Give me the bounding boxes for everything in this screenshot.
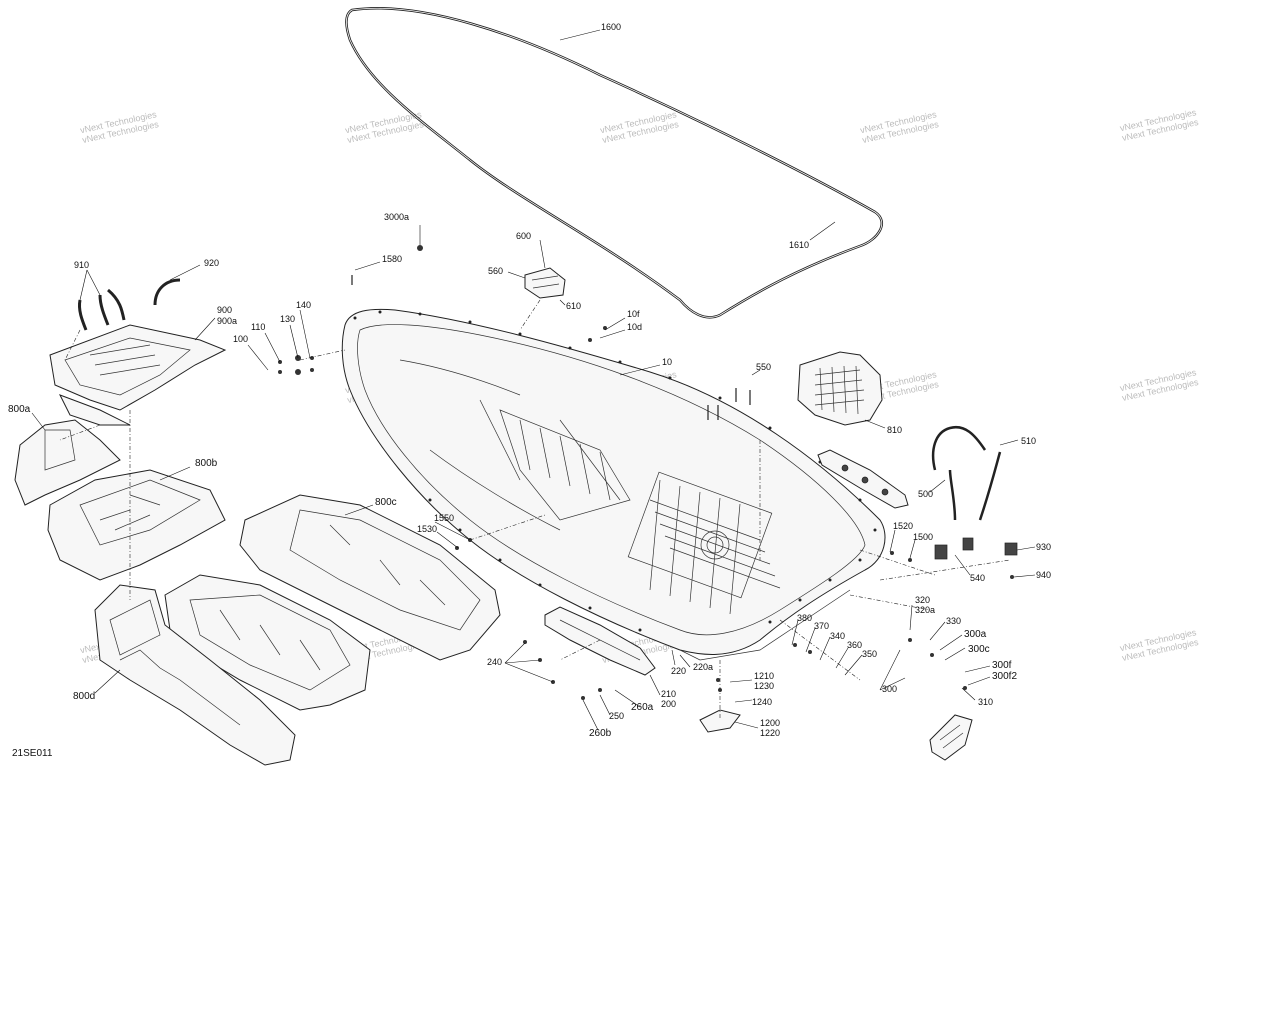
bolts: [351, 275, 751, 420]
callout-610: 610: [566, 301, 581, 311]
callout-300a: 300a: [964, 629, 987, 640]
callout-350: 350: [862, 649, 877, 659]
intake-grate-1200: [699, 709, 741, 733]
callout-300: 300: [882, 684, 897, 694]
callout-10f: 10f: [627, 309, 640, 319]
callout-900: 900: [217, 305, 232, 315]
callout-1230: 1230: [754, 681, 774, 691]
callout-300f2: 300f2: [992, 671, 1017, 682]
assembly-lines: [59, 299, 1011, 720]
callout-1220: 1220: [760, 728, 780, 738]
callout-920: 920: [204, 258, 219, 268]
callout-540: 540: [970, 573, 985, 583]
callout-240: 240: [487, 657, 502, 667]
callout-1240: 1240: [752, 697, 772, 707]
callout-550: 550: [756, 362, 771, 372]
hull-assembly: [341, 308, 886, 661]
callout-360: 360: [847, 640, 862, 650]
vent-tube-500: [931, 425, 1002, 521]
foam-800d: [94, 584, 296, 766]
foam-800a: [14, 419, 121, 506]
callout-310: 310: [978, 697, 993, 707]
callout-260a: 260a: [631, 702, 654, 713]
callout-300c: 300c: [968, 644, 990, 655]
callout-800d: 800d: [73, 691, 95, 702]
storage-tray-900: [49, 324, 227, 426]
callout-910: 910: [74, 260, 89, 270]
callout-930: 930: [1036, 542, 1051, 552]
callout-260b: 260b: [589, 728, 612, 739]
callout-3000a: 3000a: [384, 212, 409, 222]
callout-100: 100: [233, 334, 248, 344]
callout-10: 10: [662, 357, 672, 367]
callout-1210: 1210: [754, 671, 774, 681]
foam-800e: [164, 574, 371, 711]
callout-330: 330: [946, 616, 961, 626]
callout-1610: 1610: [789, 240, 809, 250]
callout-1580: 1580: [382, 254, 402, 264]
clamp-930: [1004, 542, 1018, 556]
storage-bin-810: [797, 351, 883, 426]
callout-210: 210: [661, 689, 676, 699]
callout-800c: 800c: [375, 497, 397, 508]
callout-10d: 10d: [627, 322, 642, 332]
callout-130: 130: [280, 314, 295, 324]
callout-1520: 1520: [893, 521, 913, 531]
callout-600: 600: [516, 231, 531, 241]
callout-900a: 900a: [217, 316, 237, 326]
callout-800b: 800b: [195, 458, 218, 469]
callout-labels: 1600 1610 3000a 1580 600 560 610 10f 10d…: [8, 22, 1051, 759]
callout-200: 200: [661, 699, 676, 709]
clamp-540: [934, 537, 974, 560]
callout-800a: 800a: [8, 404, 31, 415]
handle-920: [153, 278, 181, 306]
callout-810: 810: [887, 425, 902, 435]
plate-310: [929, 714, 973, 761]
callout-340: 340: [830, 631, 845, 641]
callout-1550: 1550: [434, 513, 454, 523]
leader-lines: [31, 29, 1036, 731]
callout-320a: 320a: [915, 605, 935, 615]
callout-220: 220: [671, 666, 686, 676]
grab-handles-910: [78, 288, 126, 331]
callout-500: 500: [918, 489, 933, 499]
foam-800b: [47, 469, 226, 581]
callout-560: 560: [488, 266, 503, 276]
callout-110: 110: [251, 322, 265, 332]
callout-1600: 1600: [601, 22, 621, 32]
bracket-560: [524, 267, 566, 299]
callout-300f: 300f: [992, 660, 1012, 671]
diagram-code: 21SE011: [12, 748, 53, 759]
callout-370: 370: [814, 621, 829, 631]
hull-gasket-seal: [345, 7, 883, 319]
callout-510: 510: [1021, 436, 1036, 446]
side-rail-right: [817, 449, 909, 509]
callout-940: 940: [1036, 570, 1051, 580]
callout-250: 250: [609, 711, 624, 721]
callout-140: 140: [296, 300, 311, 310]
callout-380: 380: [797, 613, 812, 623]
callout-320: 320: [915, 595, 930, 605]
callout-220a: 220a: [693, 662, 713, 672]
callout-1530: 1530: [417, 524, 437, 534]
callout-1500: 1500: [913, 532, 933, 542]
foam-800c: [239, 494, 501, 661]
callout-1200: 1200: [760, 718, 780, 728]
